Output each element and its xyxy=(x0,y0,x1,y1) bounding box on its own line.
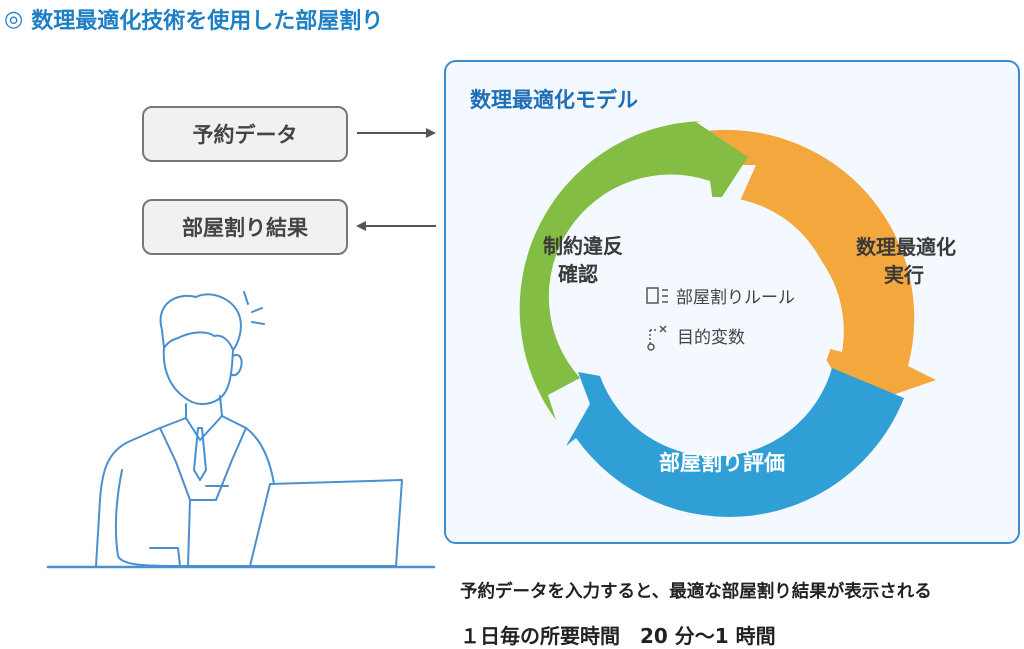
optimize-label-1: 数理最適化 xyxy=(856,235,956,259)
arrow-right-icon xyxy=(357,128,436,138)
cycle-diagram xyxy=(519,121,936,517)
evaluate-label: 部屋割り評価 xyxy=(659,451,785,475)
caption-input-description: 予約データを入力すると、最適な部屋割り結果が表示される xyxy=(460,582,932,602)
model-title: 数理最適化モデル xyxy=(470,88,638,112)
person-illustration xyxy=(46,291,436,569)
room-assignment-result-box: 部屋割り結果 xyxy=(142,199,348,255)
title-mark: ◎ xyxy=(4,6,24,32)
evaluate-arc xyxy=(566,368,904,517)
arrow-left-icon xyxy=(356,221,436,231)
page-title: ◎ 数理最適化技術を使用した部屋割り xyxy=(4,2,383,36)
title-text: 数理最適化技術を使用した部屋割り xyxy=(31,9,384,34)
constraint-label-1: 制約違反 xyxy=(543,234,623,258)
caption-time-required: １日毎の所要時間 20 分〜1 時間 xyxy=(460,624,776,648)
optimize-arc xyxy=(706,129,936,409)
constraint-label-2: 確認 xyxy=(558,262,598,286)
constraint-arc xyxy=(519,121,748,420)
objective-label: 目的変数 xyxy=(677,328,745,348)
optimize-label-2: 実行 xyxy=(884,263,924,287)
reservation-data-box: 予約データ xyxy=(142,106,348,162)
rules-icon xyxy=(646,287,668,304)
objective-icon xyxy=(647,325,667,351)
rules-label: 部屋割りルール xyxy=(676,288,795,308)
